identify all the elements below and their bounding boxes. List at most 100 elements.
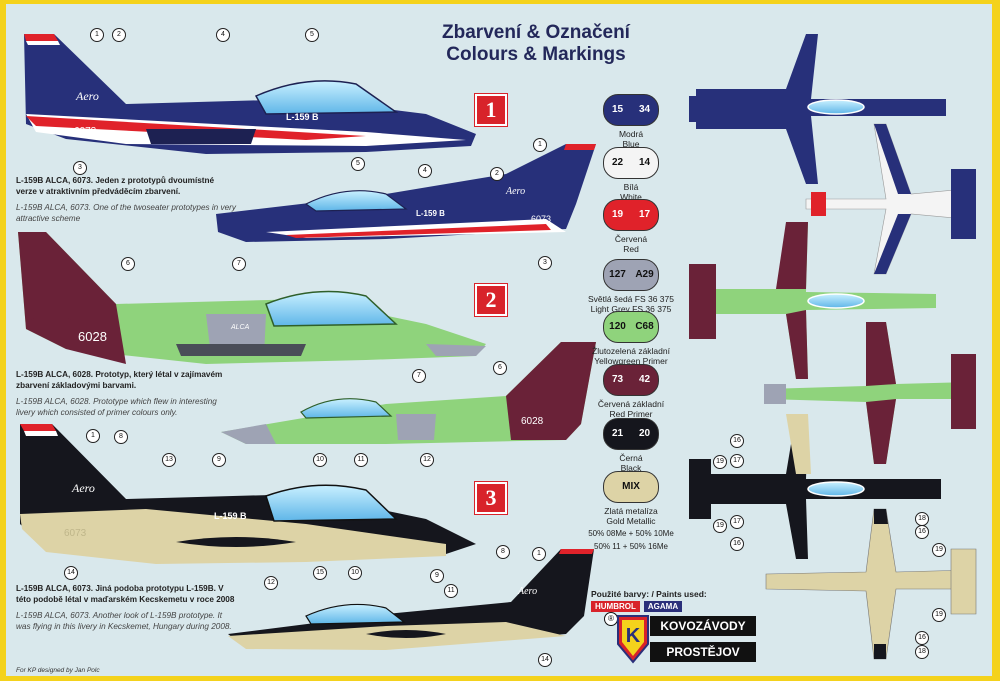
svg-text:L-159 B: L-159 B <box>416 209 445 218</box>
scheme1-text-cz: Jeden z prototypů dvoumístné verze v atr… <box>16 176 215 196</box>
aircraft-artwork: Aero L-159 B 6073 Aero L-159 B 6073 6028… <box>18 34 977 660</box>
svg-text:6028: 6028 <box>521 416 544 427</box>
scheme2-top-view <box>689 222 936 379</box>
swatch-light-grey-label-cz: Světlá šedá FS 36 375 <box>587 294 674 304</box>
svg-text:ALCA: ALCA <box>230 324 250 331</box>
scheme-marker-3: 3 <box>475 482 507 514</box>
scheme3-side-small: Aero <box>228 549 594 650</box>
scheme1-nose-text: L-159 B <box>286 112 319 122</box>
scheme-marker-2: 2 <box>475 284 507 316</box>
callout-17: 17 <box>730 454 744 468</box>
brand-line-1: KOVOZÁVODY <box>650 616 756 636</box>
swatch-yellowgreen-label-en: Yellowgreen Primer <box>594 356 668 366</box>
callout-18: 18 <box>915 512 929 526</box>
callout-6b: 6 <box>493 361 507 375</box>
callout-7: 7 <box>232 257 246 271</box>
decal-sheet: Aero L-159 B 6073 Aero L-159 B 6073 6028… <box>6 4 992 676</box>
scheme1-side-small: Aero L-159 B 6073 <box>216 144 596 242</box>
callout-1d: 1 <box>532 547 546 561</box>
swatch-red-label-en: Red <box>623 244 639 254</box>
swatch-gold-metallic: MIX Zlatá metalíza Gold Metallic 50% 08M… <box>581 471 681 552</box>
swatch-red-primer-label-cz: Červená základní <box>597 399 665 409</box>
callout-9b: 9 <box>430 569 444 583</box>
scheme2-title: L-159B ALCA, 6028. <box>16 370 94 379</box>
swatch-white-label-cz: Bílá <box>623 182 639 192</box>
callout-7b: 7 <box>412 369 426 383</box>
scheme1-description: L-159B ALCA, 6073. Jeden z prototypů dvo… <box>16 176 236 224</box>
callout-6: 6 <box>121 257 135 271</box>
scheme2-text-en: L-159B ALCA, 6028. Prototype which flew … <box>16 397 217 417</box>
swatch-blue-label-en: Blue <box>622 139 640 149</box>
paints-used: Použité barvy: / Paints used: HUMBROL AG… <box>591 589 751 612</box>
callout-14b: 14 <box>538 653 552 667</box>
swatch-yellowgreen-label-cz: Žlutozelená základní <box>592 346 670 356</box>
scheme1-side-large: Aero L-159 B 6073 <box>24 34 476 154</box>
callout-12b: 12 <box>264 576 278 590</box>
callout-11: 11 <box>354 453 368 467</box>
callout-16d: 16 <box>915 631 929 645</box>
kp-shield-letter: K <box>626 625 641 647</box>
callout-16: 16 <box>730 434 744 448</box>
scheme2-side-large: 6028 ALCA <box>18 232 486 364</box>
title-czech: Zbarvení & Označení <box>442 22 630 43</box>
swatch-gold-mix-humbrol: 50% 11 + 50% 16Me <box>594 542 668 551</box>
callout-3b: 3 <box>538 256 552 270</box>
callout-16c: 16 <box>915 525 929 539</box>
callout-19c: 19 <box>932 543 946 557</box>
scheme3-title: L-159B ALCA, 6073. <box>16 584 94 593</box>
svg-text:6028: 6028 <box>78 329 107 344</box>
callout-12: 12 <box>420 453 434 467</box>
swatch-black-label-cz: Černá <box>619 453 643 463</box>
svg-text:L-159 B: L-159 B <box>214 511 247 521</box>
callout-19: 19 <box>713 455 727 469</box>
kovozavody-logo: ® K KOVOZÁVODY PROSTĚJOV <box>604 612 759 664</box>
callout-19d: 19 <box>932 608 946 622</box>
scheme1-serial: 6073 <box>74 126 97 137</box>
swatch-gold-label-cz: Zlatá metalíza <box>604 506 658 516</box>
callout-16b: 16 <box>730 537 744 551</box>
swatch-gold-mix-agama: 50% 08Me + 50% 10Me <box>588 529 674 538</box>
humbrol-logo: HUMBROL <box>591 601 640 612</box>
brand-line-2: PROSTĚJOV <box>650 642 756 662</box>
title-english: Colours & Markings <box>446 44 626 65</box>
callout-14: 14 <box>64 566 78 580</box>
scheme1-tail-logo: Aero <box>75 89 99 103</box>
scheme2-text-cz: Prototyp, který létal v zajímavém zbarve… <box>16 370 223 390</box>
swatch-red-primer-label-en: Red Primer <box>609 409 653 419</box>
callout-2: 2 <box>112 28 126 42</box>
svg-text:6073: 6073 <box>64 528 87 539</box>
swatch-white-label-en: White <box>620 192 642 202</box>
scheme1-bottom-view <box>805 123 976 275</box>
callout-17b: 17 <box>730 515 744 529</box>
scheme3-side-large: Aero L-159 B 6073 <box>20 424 476 564</box>
callout-3: 3 <box>73 161 87 175</box>
callout-5b: 5 <box>351 157 365 171</box>
callout-1: 1 <box>90 28 104 42</box>
callout-4b: 4 <box>418 164 432 178</box>
callout-10: 10 <box>313 453 327 467</box>
callout-4: 4 <box>216 28 230 42</box>
callout-1c: 1 <box>86 429 100 443</box>
swatch-gold-label-en: Gold Metallic <box>606 516 656 526</box>
callout-5: 5 <box>305 28 319 42</box>
swatch-light-grey-label-en: Light Grey FS 36 375 <box>590 304 672 314</box>
callout-8: 8 <box>114 430 128 444</box>
callout-8b: 8 <box>496 545 510 559</box>
scheme2-bottom-view <box>764 322 976 464</box>
scheme3-text-en: L-159B ALCA, 6073. Another look of L-159… <box>16 611 232 631</box>
designer-credit: For KP designed by Jan Polc <box>16 667 100 674</box>
scheme2-side-small: 6028 <box>221 342 596 444</box>
swatch-red-label-cz: Červená <box>614 234 648 244</box>
scheme3-text-cz: Jiná podoba prototypu L-159B. V této pod… <box>16 584 235 604</box>
scheme-marker-1: 1 <box>475 94 507 126</box>
scheme1-text-en: L-159B ALCA, 6073. One of the twoseater … <box>16 203 236 223</box>
